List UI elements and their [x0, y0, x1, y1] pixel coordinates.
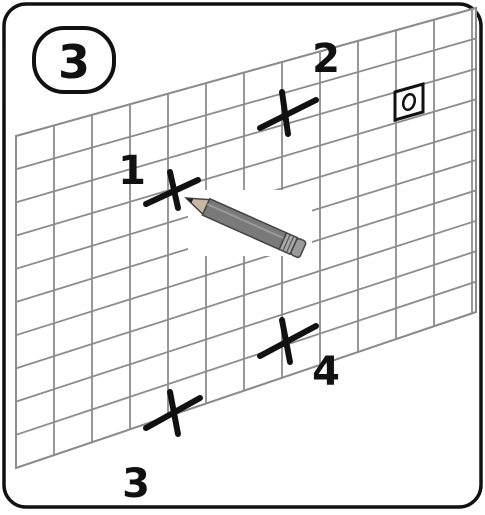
mark-label-4: 4: [312, 349, 340, 395]
mark-label-1: 1: [118, 148, 146, 194]
step-number: 3: [58, 35, 90, 89]
step-badge: 3: [34, 28, 114, 92]
pencil-icon: [182, 190, 312, 259]
mark-label-3: 3: [122, 461, 150, 507]
mark-label-2: 2: [312, 36, 340, 82]
outlet-icon: [395, 84, 423, 120]
